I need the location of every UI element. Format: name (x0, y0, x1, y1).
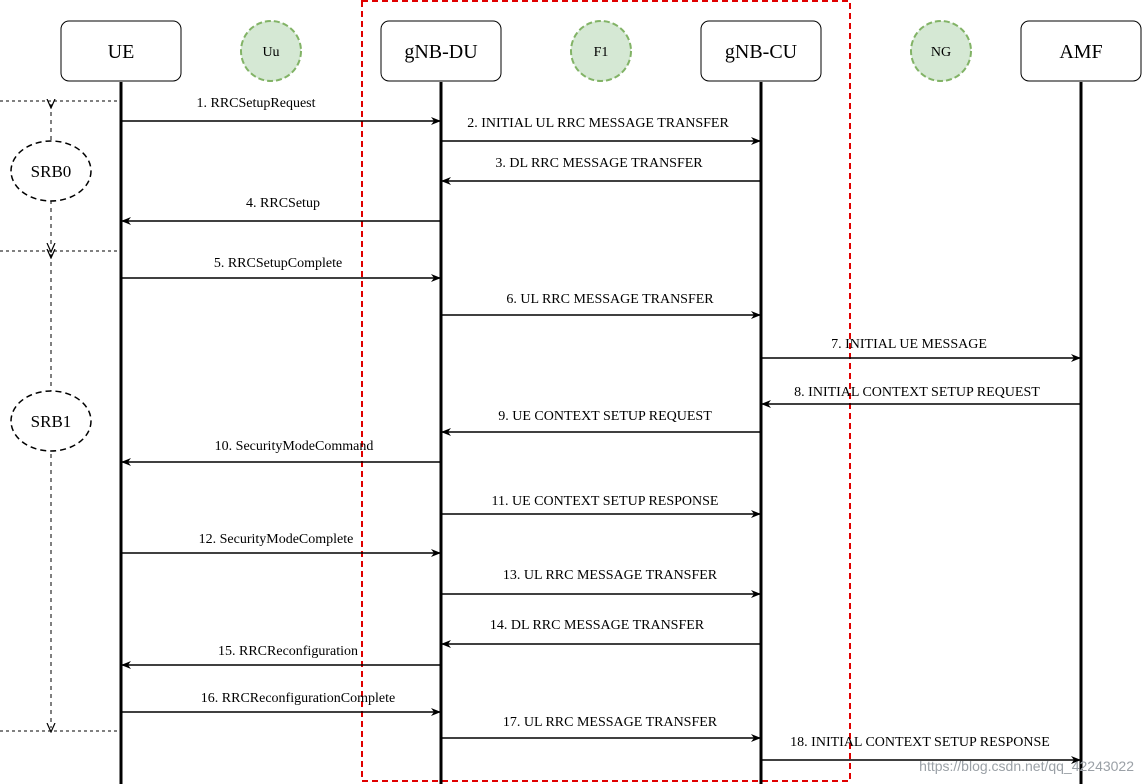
message-12: 12. SecurityModeComplete (121, 532, 441, 557)
message-label: 16. RRCReconfigurationComplete (201, 691, 395, 706)
message-label: 18. INITIAL CONTEXT SETUP RESPONSE (790, 735, 1050, 750)
message-10: 10. SecurityModeCommand (121, 439, 441, 466)
message-label: 13. UL RRC MESSAGE TRANSFER (503, 568, 718, 583)
message-label: 12. SecurityModeComplete (199, 532, 354, 547)
phase-label: SRB0 (31, 162, 72, 181)
phase-label: SRB1 (31, 412, 72, 431)
entity-amf[interactable]: AMF (1020, 20, 1142, 82)
message-3: 3. DL RRC MESSAGE TRANSFER (441, 156, 761, 185)
message-15: 15. RRCReconfiguration (121, 644, 441, 669)
entity-label: AMF (1059, 41, 1102, 63)
message-label: 6. UL RRC MESSAGE TRANSFER (506, 292, 714, 307)
message-label: 7. INITIAL UE MESSAGE (831, 337, 987, 352)
interface-label: NG (931, 45, 951, 60)
message-6: 6. UL RRC MESSAGE TRANSFER (441, 292, 761, 319)
entity-label: gNB-CU (725, 41, 798, 63)
message-label: 10. SecurityModeCommand (215, 439, 374, 454)
message-1: 1. RRCSetupRequest (121, 96, 441, 125)
message-7: 7. INITIAL UE MESSAGE (761, 337, 1081, 362)
message-label: 15. RRCReconfiguration (218, 644, 358, 659)
interface-ng: NG (910, 20, 972, 82)
interface-uu: Uu (240, 20, 302, 82)
message-11: 11. UE CONTEXT SETUP RESPONSE (441, 494, 761, 518)
message-label: 1. RRCSetupRequest (196, 96, 315, 111)
gnb-boundary (361, 0, 851, 782)
phase-srb0: SRB0 (0, 101, 121, 248)
message-label: 5. RRCSetupComplete (214, 256, 342, 271)
message-label: 3. DL RRC MESSAGE TRANSFER (495, 156, 703, 171)
entity-gnb-du[interactable]: gNB-DU (380, 20, 502, 82)
message-2: 2. INITIAL UL RRC MESSAGE TRANSFER (441, 116, 761, 145)
message-label: 11. UE CONTEXT SETUP RESPONSE (491, 494, 718, 509)
message-13: 13. UL RRC MESSAGE TRANSFER (441, 568, 761, 598)
entity-ue[interactable]: UE (60, 20, 182, 82)
watermark: https://blog.csdn.net/qq_42243022 (919, 758, 1134, 774)
message-label: 17. UL RRC MESSAGE TRANSFER (503, 715, 718, 730)
message-label: 9. UE CONTEXT SETUP REQUEST (498, 409, 712, 424)
message-label: 4. RRCSetup (246, 196, 320, 211)
interface-label: F1 (594, 45, 609, 60)
message-label: 8. INITIAL CONTEXT SETUP REQUEST (794, 385, 1040, 400)
message-16: 16. RRCReconfigurationComplete (121, 691, 441, 716)
message-17: 17. UL RRC MESSAGE TRANSFER (441, 715, 761, 742)
phase-srb1: SRB1 (0, 251, 121, 731)
message-18: 18. INITIAL CONTEXT SETUP RESPONSE (761, 735, 1081, 764)
message-5: 5. RRCSetupComplete (121, 256, 441, 282)
message-8: 8. INITIAL CONTEXT SETUP REQUEST (761, 385, 1081, 408)
interface-label: Uu (262, 45, 279, 60)
message-label: 14. DL RRC MESSAGE TRANSFER (490, 618, 705, 633)
message-4: 4. RRCSetup (121, 196, 441, 225)
message-9: 9. UE CONTEXT SETUP REQUEST (441, 409, 761, 436)
message-label: 2. INITIAL UL RRC MESSAGE TRANSFER (467, 116, 729, 131)
interface-f1: F1 (570, 20, 632, 82)
message-14: 14. DL RRC MESSAGE TRANSFER (441, 618, 761, 648)
entity-gnb-cu[interactable]: gNB-CU (700, 20, 822, 82)
entity-label: UE (108, 41, 135, 63)
entity-label: gNB-DU (404, 41, 478, 63)
